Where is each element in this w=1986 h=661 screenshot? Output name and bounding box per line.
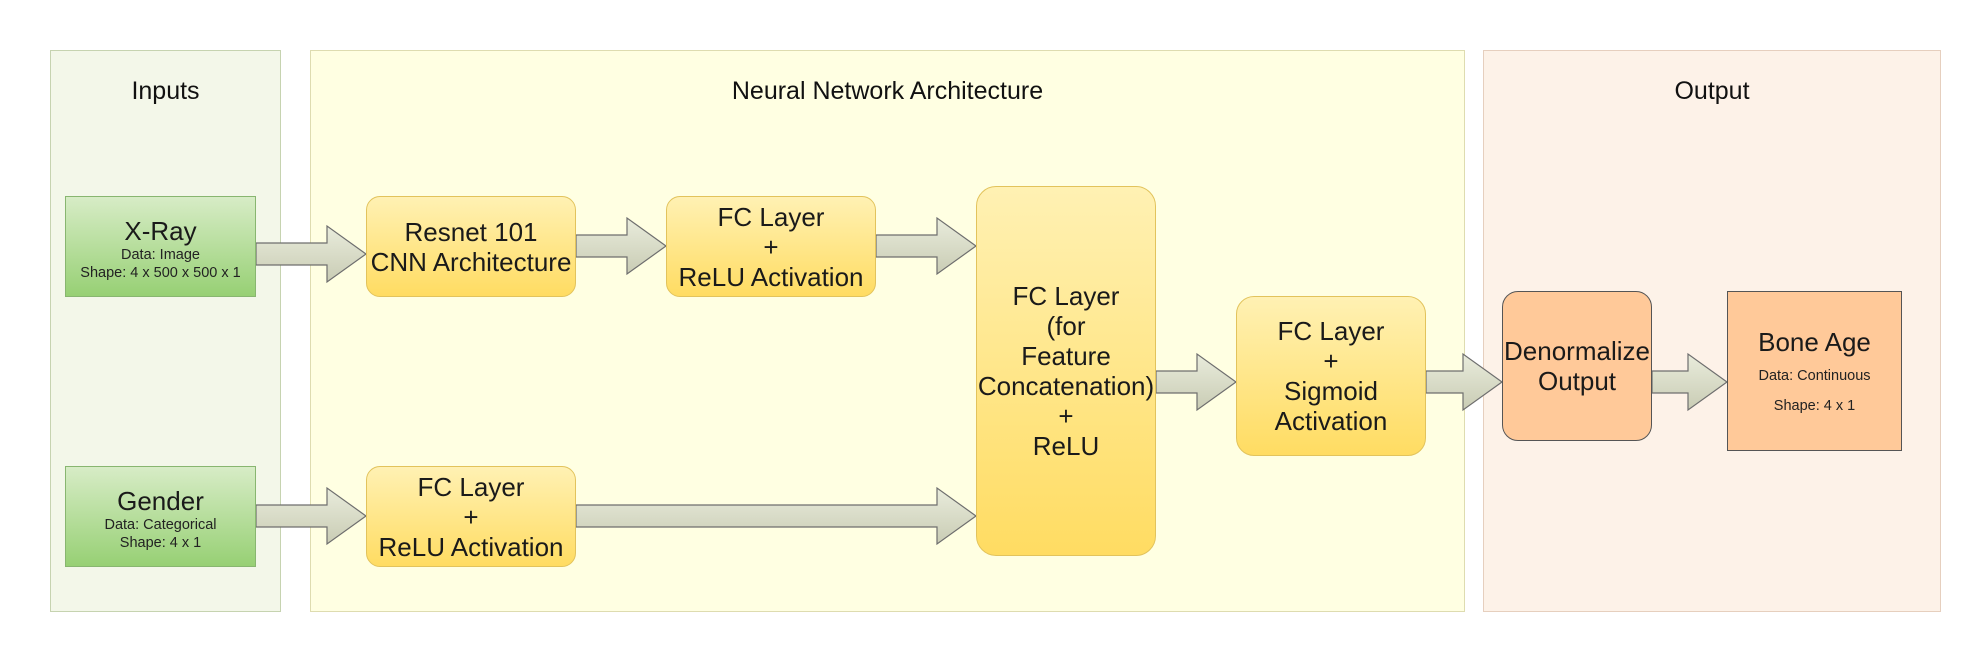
bone-age-data-type: Data: Continuous xyxy=(1758,368,1871,384)
fc-relu-bottom-line-1: FC Layer xyxy=(417,471,525,502)
fc-sigmoid-line-1: FC Layer xyxy=(1277,316,1385,346)
xray-data-type: Data: Image xyxy=(121,247,200,263)
fc-concat-line-3: Feature xyxy=(1021,341,1111,371)
arrow-resnet-to-fc-top xyxy=(575,216,668,276)
architecture-panel-title: Neural Network Architecture xyxy=(731,77,1044,105)
fc-concat-line-5: + xyxy=(1058,401,1074,431)
gender-shape: Shape: 4 x 1 xyxy=(119,535,202,551)
xray-shape: Shape: 4 x 500 x 500 x 1 xyxy=(80,265,241,281)
fc-concat-line-1: FC Layer xyxy=(1012,281,1120,311)
fc-relu-bottom-line-2: + xyxy=(463,501,479,532)
fc-relu-top-line-2: + xyxy=(763,231,779,262)
bone-age-shape: Shape: 4 x 1 xyxy=(1773,398,1856,414)
resnet-line-2: CNN Architecture xyxy=(370,246,572,277)
denormalize-line-2: Output xyxy=(1537,366,1617,396)
fc-relu-top-line-3: ReLU Activation xyxy=(678,261,864,292)
fc-sigmoid-line-2: + xyxy=(1323,346,1339,376)
output-panel-title: Output xyxy=(1674,77,1750,105)
denormalize-node: Denormalize Output xyxy=(1502,291,1652,441)
fc-sigmoid-node: FC Layer + Sigmoid Activation xyxy=(1236,296,1426,456)
arrow-fc-top-to-concat xyxy=(875,216,978,276)
arrow-concat-to-sigmoid xyxy=(1155,352,1238,412)
fc-concat-line-2: (for xyxy=(1046,311,1086,341)
inputs-panel-title: Inputs xyxy=(131,77,200,105)
arrow-gender-to-fc-bottom xyxy=(255,486,368,546)
fc-sigmoid-line-4: Activation xyxy=(1274,406,1388,436)
fc-relu-top-line-1: FC Layer xyxy=(717,201,825,232)
fc-concat-node: FC Layer (for Feature Concatenation) + R… xyxy=(976,186,1156,556)
bone-age-output-node: Bone Age Data: Continuous Shape: 4 x 1 xyxy=(1727,291,1902,451)
fc-relu-bottom-line-3: ReLU Activation xyxy=(378,531,564,562)
gender-data-type: Data: Categorical xyxy=(104,517,217,533)
fc-sigmoid-line-3: Sigmoid xyxy=(1284,376,1378,406)
arrow-sigmoid-to-denormalize xyxy=(1425,352,1504,412)
fc-relu-top-node: FC Layer + ReLU Activation xyxy=(666,196,876,297)
gender-title: Gender xyxy=(117,486,204,516)
fc-concat-line-4: Concatenation) xyxy=(977,371,1155,401)
denormalize-line-1: Denormalize xyxy=(1504,336,1650,366)
arrow-xray-to-resnet xyxy=(255,224,368,284)
bone-age-title: Bone Age xyxy=(1758,327,1871,357)
arrow-fc-bottom-to-concat xyxy=(575,486,978,546)
fc-concat-line-6: ReLU xyxy=(1032,431,1100,461)
fc-relu-bottom-node: FC Layer + ReLU Activation xyxy=(366,466,576,567)
xray-title: X-Ray xyxy=(124,216,197,246)
resnet-line-1: Resnet 101 xyxy=(404,216,538,247)
gender-input-node: Gender Data: Categorical Shape: 4 x 1 xyxy=(65,466,256,567)
resnet-node: Resnet 101 CNN Architecture xyxy=(366,196,576,297)
xray-input-node: X-Ray Data: Image Shape: 4 x 500 x 500 x… xyxy=(65,196,256,297)
arrow-denormalize-to-bone-age xyxy=(1651,352,1729,412)
